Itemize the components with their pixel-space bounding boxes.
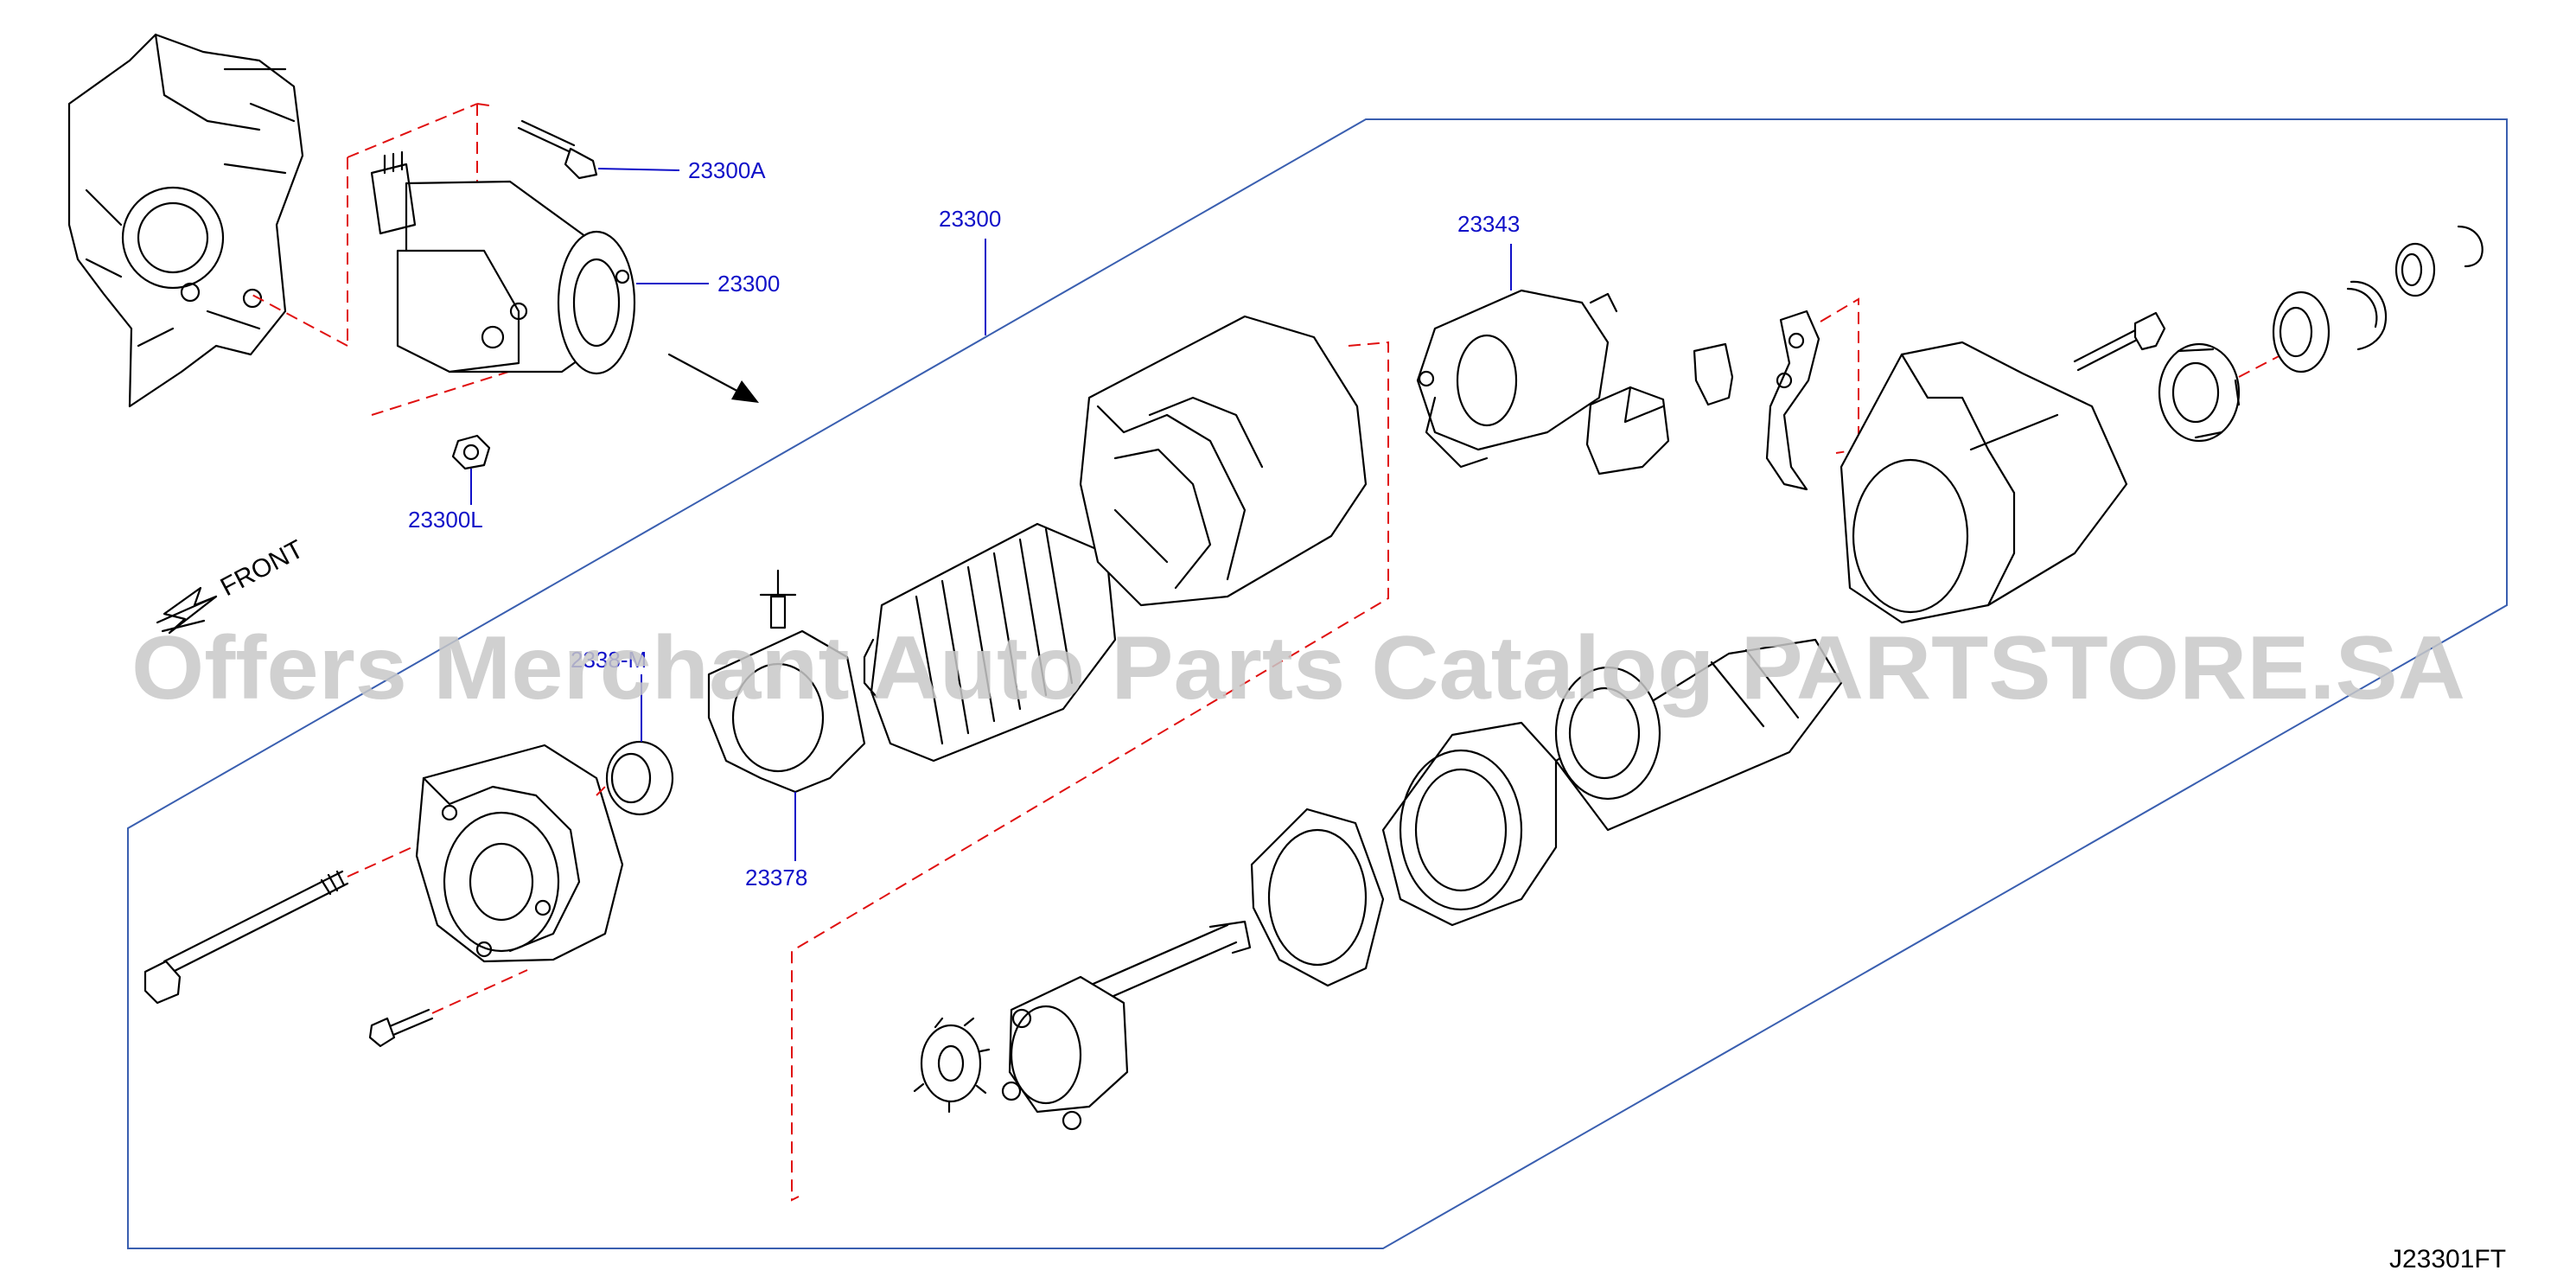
pinion-shaft-assembly [1001, 920, 1252, 1131]
shift-lever [1765, 310, 1820, 491]
callout-2338M: 2338-M [571, 647, 647, 673]
starter-motor-assembled [370, 150, 636, 375]
leader-23300A [597, 168, 680, 171]
kit-dashed-enclosure [791, 341, 1389, 1202]
snap-ring [2346, 280, 2388, 351]
callout-23378: 23378 [745, 865, 807, 890]
seal-plate [1693, 342, 1734, 406]
pinion-dashed-line [2238, 354, 2283, 378]
lever-dashed-line [1820, 297, 1859, 454]
retaining-clip [2457, 225, 2484, 268]
plunger-cap [1585, 386, 1670, 476]
thrust-washer [2394, 242, 2436, 297]
starter-bolt [517, 119, 598, 180]
starter-nut [451, 434, 491, 470]
callout-23300A: 23300A [688, 157, 766, 183]
front-label: FRONT [216, 535, 309, 603]
through-bolt-dashed-line [347, 841, 424, 878]
watermark-text: Offers Merchant Auto Parts Catalog PARTS… [131, 618, 2465, 718]
solenoid-switch [1416, 289, 1618, 469]
housing-bolt [2073, 311, 2166, 372]
kit-boundary-frame [127, 118, 2508, 1249]
yoke-field-frame [1079, 315, 1368, 607]
stop-collar [2272, 290, 2331, 373]
bearing-bushing [605, 740, 674, 816]
rear-cover-screw [368, 1008, 434, 1048]
callout-23300-kit: 23300 [939, 206, 1001, 232]
callout-23300L: 23300L [408, 507, 483, 533]
pinion-gear-lower [913, 1017, 991, 1114]
direction-arrow [667, 353, 759, 403]
rear-cover-housing [415, 744, 624, 963]
callout-23300-top: 23300 [717, 271, 780, 297]
callout-23343: 23343 [1457, 211, 1520, 237]
drive-end-housing [1840, 341, 2128, 624]
pinion-gear-upper [2158, 342, 2241, 443]
gasket-plate [1250, 807, 1385, 987]
ring-gear [1554, 666, 1661, 801]
planetary-gear-housing [1381, 721, 1558, 927]
brush-holder [707, 569, 866, 794]
screw-dashed-line [431, 969, 528, 1014]
engine-block-sketch [67, 33, 304, 408]
starter-mount-dashed-line [250, 103, 537, 416]
figure-code: J23301FT [2389, 1245, 2506, 1273]
through-bolt [143, 870, 349, 1005]
